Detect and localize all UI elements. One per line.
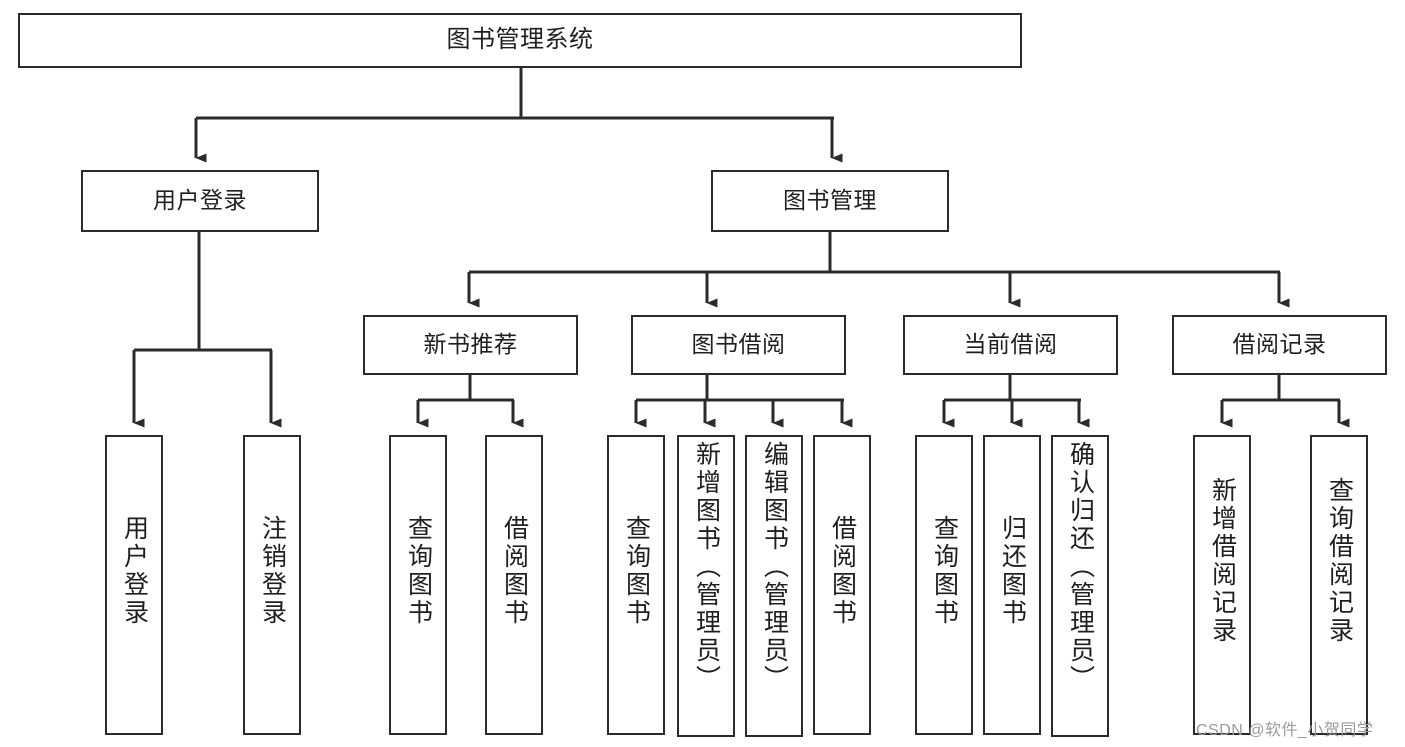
node-label: 新增图书（管理员） [692,441,721,693]
node-book-management[interactable]: 图书管理 [711,170,949,232]
node-label: 图书管理系统 [446,26,594,54]
node-label: 借阅图书 [828,515,857,627]
node-label: 新增借阅记录 [1208,477,1237,645]
book-manage-to-level3-connectors [467,232,1290,308]
node-label: 图书借阅 [691,331,786,358]
leaf-query-book-recommend[interactable]: 查询图书 [389,435,447,735]
node-label: 用户登录 [120,515,149,627]
leaf-add-book-admin[interactable]: 新增图书（管理员） [677,435,735,737]
leaf-borrow-book-recommend[interactable]: 借阅图书 [485,435,543,735]
node-label: 确认归还（管理员） [1066,441,1095,693]
borrow-record-to-leaves-connectors [1220,375,1350,428]
node-label: 借阅图书 [500,515,529,627]
root-to-level2-connectors [194,68,843,163]
node-label: 新书推荐 [423,331,518,358]
node-label: 查询图书 [930,515,959,627]
leaf-query-book-borrow[interactable]: 查询图书 [607,435,665,735]
node-borrow-record[interactable]: 借阅记录 [1172,315,1387,375]
leaf-add-borrow-record[interactable]: 新增借阅记录 [1193,435,1251,735]
leaf-user-login[interactable]: 用户登录 [105,435,163,735]
node-label: 归还图书 [998,515,1027,627]
leaf-query-book-current[interactable]: 查询图书 [915,435,973,735]
leaf-edit-book-admin[interactable]: 编辑图书（管理员） [745,435,803,737]
node-user-login[interactable]: 用户登录 [81,170,319,232]
node-label: 编辑图书（管理员） [760,441,789,693]
book-borrow-to-leaves-connectors [634,375,853,428]
node-label: 注销登录 [258,515,287,627]
leaf-return-book[interactable]: 归还图书 [983,435,1041,735]
node-label: 当前借阅 [963,331,1058,358]
node-label: 查询图书 [622,515,651,627]
node-label: 查询图书 [404,515,433,627]
leaf-confirm-return-admin[interactable]: 确认归还（管理员） [1051,435,1109,737]
node-label: 图书管理 [783,187,877,214]
node-label: 用户登录 [153,187,247,214]
current-borrow-to-leaves-connectors [942,375,1090,428]
node-label: 查询借阅记录 [1325,477,1354,645]
node-book-borrow[interactable]: 图书借阅 [631,315,846,375]
new-book-recommend-to-leaves-connectors [416,375,524,428]
user-login-to-leaves-connectors [132,232,282,428]
node-current-borrow[interactable]: 当前借阅 [903,315,1118,375]
node-root-book-management-system[interactable]: 图书管理系统 [18,13,1022,68]
leaf-query-borrow-record[interactable]: 查询借阅记录 [1310,435,1368,735]
leaf-logout-login[interactable]: 注销登录 [243,435,301,735]
leaf-borrow-book-borrow[interactable]: 借阅图书 [813,435,871,735]
node-label: 借阅记录 [1232,331,1327,358]
node-new-book-recommend[interactable]: 新书推荐 [363,315,578,375]
